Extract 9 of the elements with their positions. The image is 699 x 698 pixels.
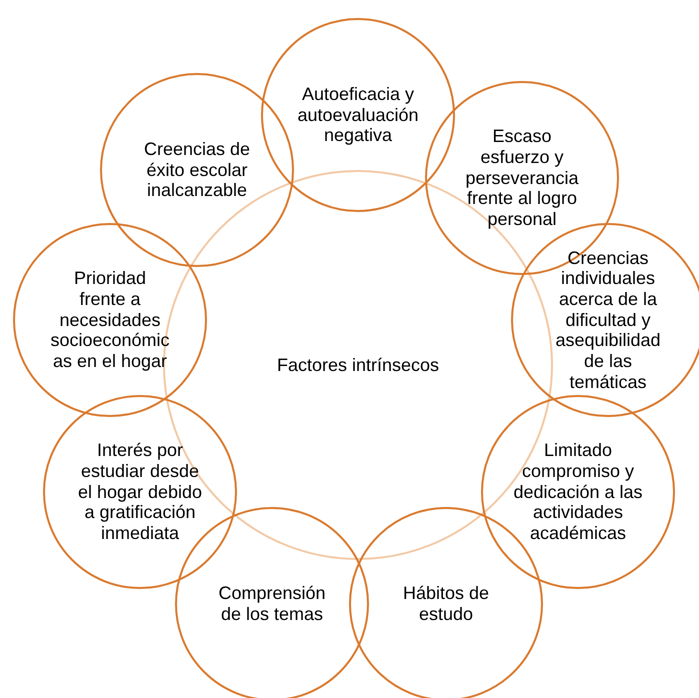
node-label: Comprensión de los temas	[217, 583, 327, 625]
node-label: Prioridad frente a necesidades socioeconómicas en el hogar	[50, 268, 170, 372]
node-label: Limitado compromiso y dedicación a las actividades académicas	[513, 440, 643, 544]
node-label: Autoeficacia y autoevaluación negativa	[296, 84, 420, 146]
node-label: Hábitos de estudo	[402, 583, 490, 625]
node-label: Escaso esfuerzo y perseverancia frente al logro personal	[464, 126, 580, 230]
node-label: Creencias de éxito escolar inalcanzable	[142, 138, 252, 202]
node-label: Interés por estudiar desde el hogar debido a gratificación inmediata	[76, 440, 204, 544]
node-label: Factores intrínsecos	[276, 354, 440, 376]
